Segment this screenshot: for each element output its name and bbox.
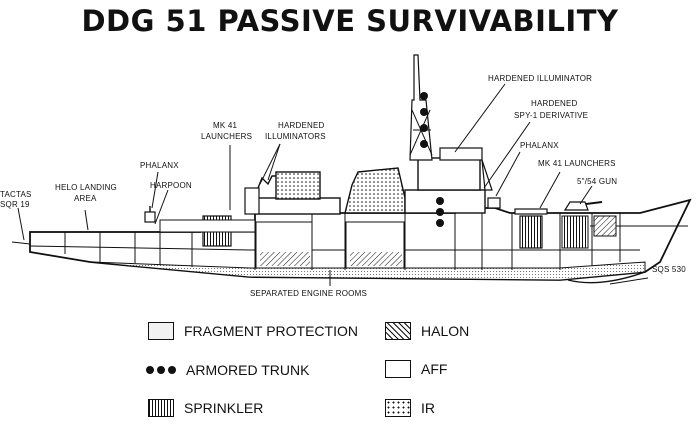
label-helo-landing: HELO LANDING [55, 183, 117, 192]
label-mk41-fwd: MK 41 LAUNCHERS [538, 159, 616, 168]
label-mk41-aft-2: LAUNCHERS [201, 132, 252, 141]
label-hardened-illum-aft-2: ILLUMINATORS [265, 132, 326, 141]
label-phalanx-aft: PHALANX [140, 161, 179, 170]
fwd-stack [344, 167, 406, 214]
armored-trunk-dots [420, 92, 444, 227]
legend-label: ARMORED TRUNK [186, 362, 310, 378]
label-harpoon: HARPOON [150, 181, 192, 190]
legend-fragment-protection: FRAGMENT PROTECTION [148, 322, 358, 340]
fwd-vls-deck [514, 208, 548, 215]
armored-trunk-swatch [146, 366, 176, 374]
label-sqs530: SQS 530 [652, 265, 686, 274]
legend-sprinkler: SPRINKLER [148, 399, 263, 417]
label-area: AREA [74, 194, 97, 203]
fwd-deckhouse-lower [404, 189, 486, 214]
legend-label: HALON [421, 323, 470, 339]
legend-label: AFF [421, 361, 448, 377]
legend-label: IR [421, 400, 435, 416]
legend-label: FRAGMENT PROTECTION [184, 323, 358, 339]
label-phalanx-fwd: PHALANX [520, 141, 559, 150]
spy1-face [481, 159, 493, 191]
legend-halon: HALON [385, 322, 469, 340]
label-hardened-spy-2: SPY-1 DERIVATIVE [514, 111, 588, 120]
legend-ir: IR [385, 399, 435, 417]
bridge [439, 147, 483, 161]
gun-mount [563, 201, 589, 211]
aft-mk41-housing [244, 187, 260, 215]
label-hardened-spy-1: HARDENED [531, 99, 578, 108]
halon-swatch [385, 322, 411, 340]
sprinkler-swatch [148, 399, 174, 417]
legend-aff: AFF [385, 360, 447, 378]
aft-stack [275, 171, 321, 200]
fwd-vls-magazine [519, 215, 543, 249]
aff-swatch [385, 360, 411, 378]
fwd-deckhouse-upper [417, 157, 481, 191]
legend-label: SPRINKLER [184, 400, 264, 416]
label-gun: 5"/54 GUN [577, 177, 617, 186]
aft-deck-block [159, 219, 256, 233]
phalanx-aft-mount [144, 211, 156, 223]
label-tactas: TACTAS [0, 190, 32, 199]
engine-room-halon-aft [260, 252, 310, 266]
aft-illuminator-mounts [257, 175, 276, 189]
fwd-phalanx-mount [487, 197, 501, 209]
fwd-halon-space [593, 215, 617, 237]
legend-armored-trunk: ARMORED TRUNK [146, 362, 309, 378]
engine-room-halon-fwd [350, 252, 402, 266]
sonar-dome [567, 271, 646, 284]
label-hardened-illuminator: HARDENED ILLUMINATOR [488, 74, 592, 83]
mast [409, 54, 433, 161]
label-hardened-illum-aft-1: HARDENED [278, 121, 325, 130]
label-engine-rooms: SEPARATED ENGINE ROOMS [250, 289, 367, 298]
fragment-protection-swatch [148, 322, 174, 340]
label-sqr19: SQR 19 [0, 200, 30, 209]
page-title: DDG 51 PASSIVE SURVIVABILITY [81, 4, 619, 38]
ship-diagram: TACTAS SQR 19 HELO LANDING AREA PHALANX … [0, 54, 692, 298]
ir-swatch [385, 399, 411, 417]
fwd-magazine-2 [561, 215, 589, 249]
aft-deckhouse [254, 197, 341, 215]
label-mk41-aft-1: MK 41 [213, 121, 237, 130]
